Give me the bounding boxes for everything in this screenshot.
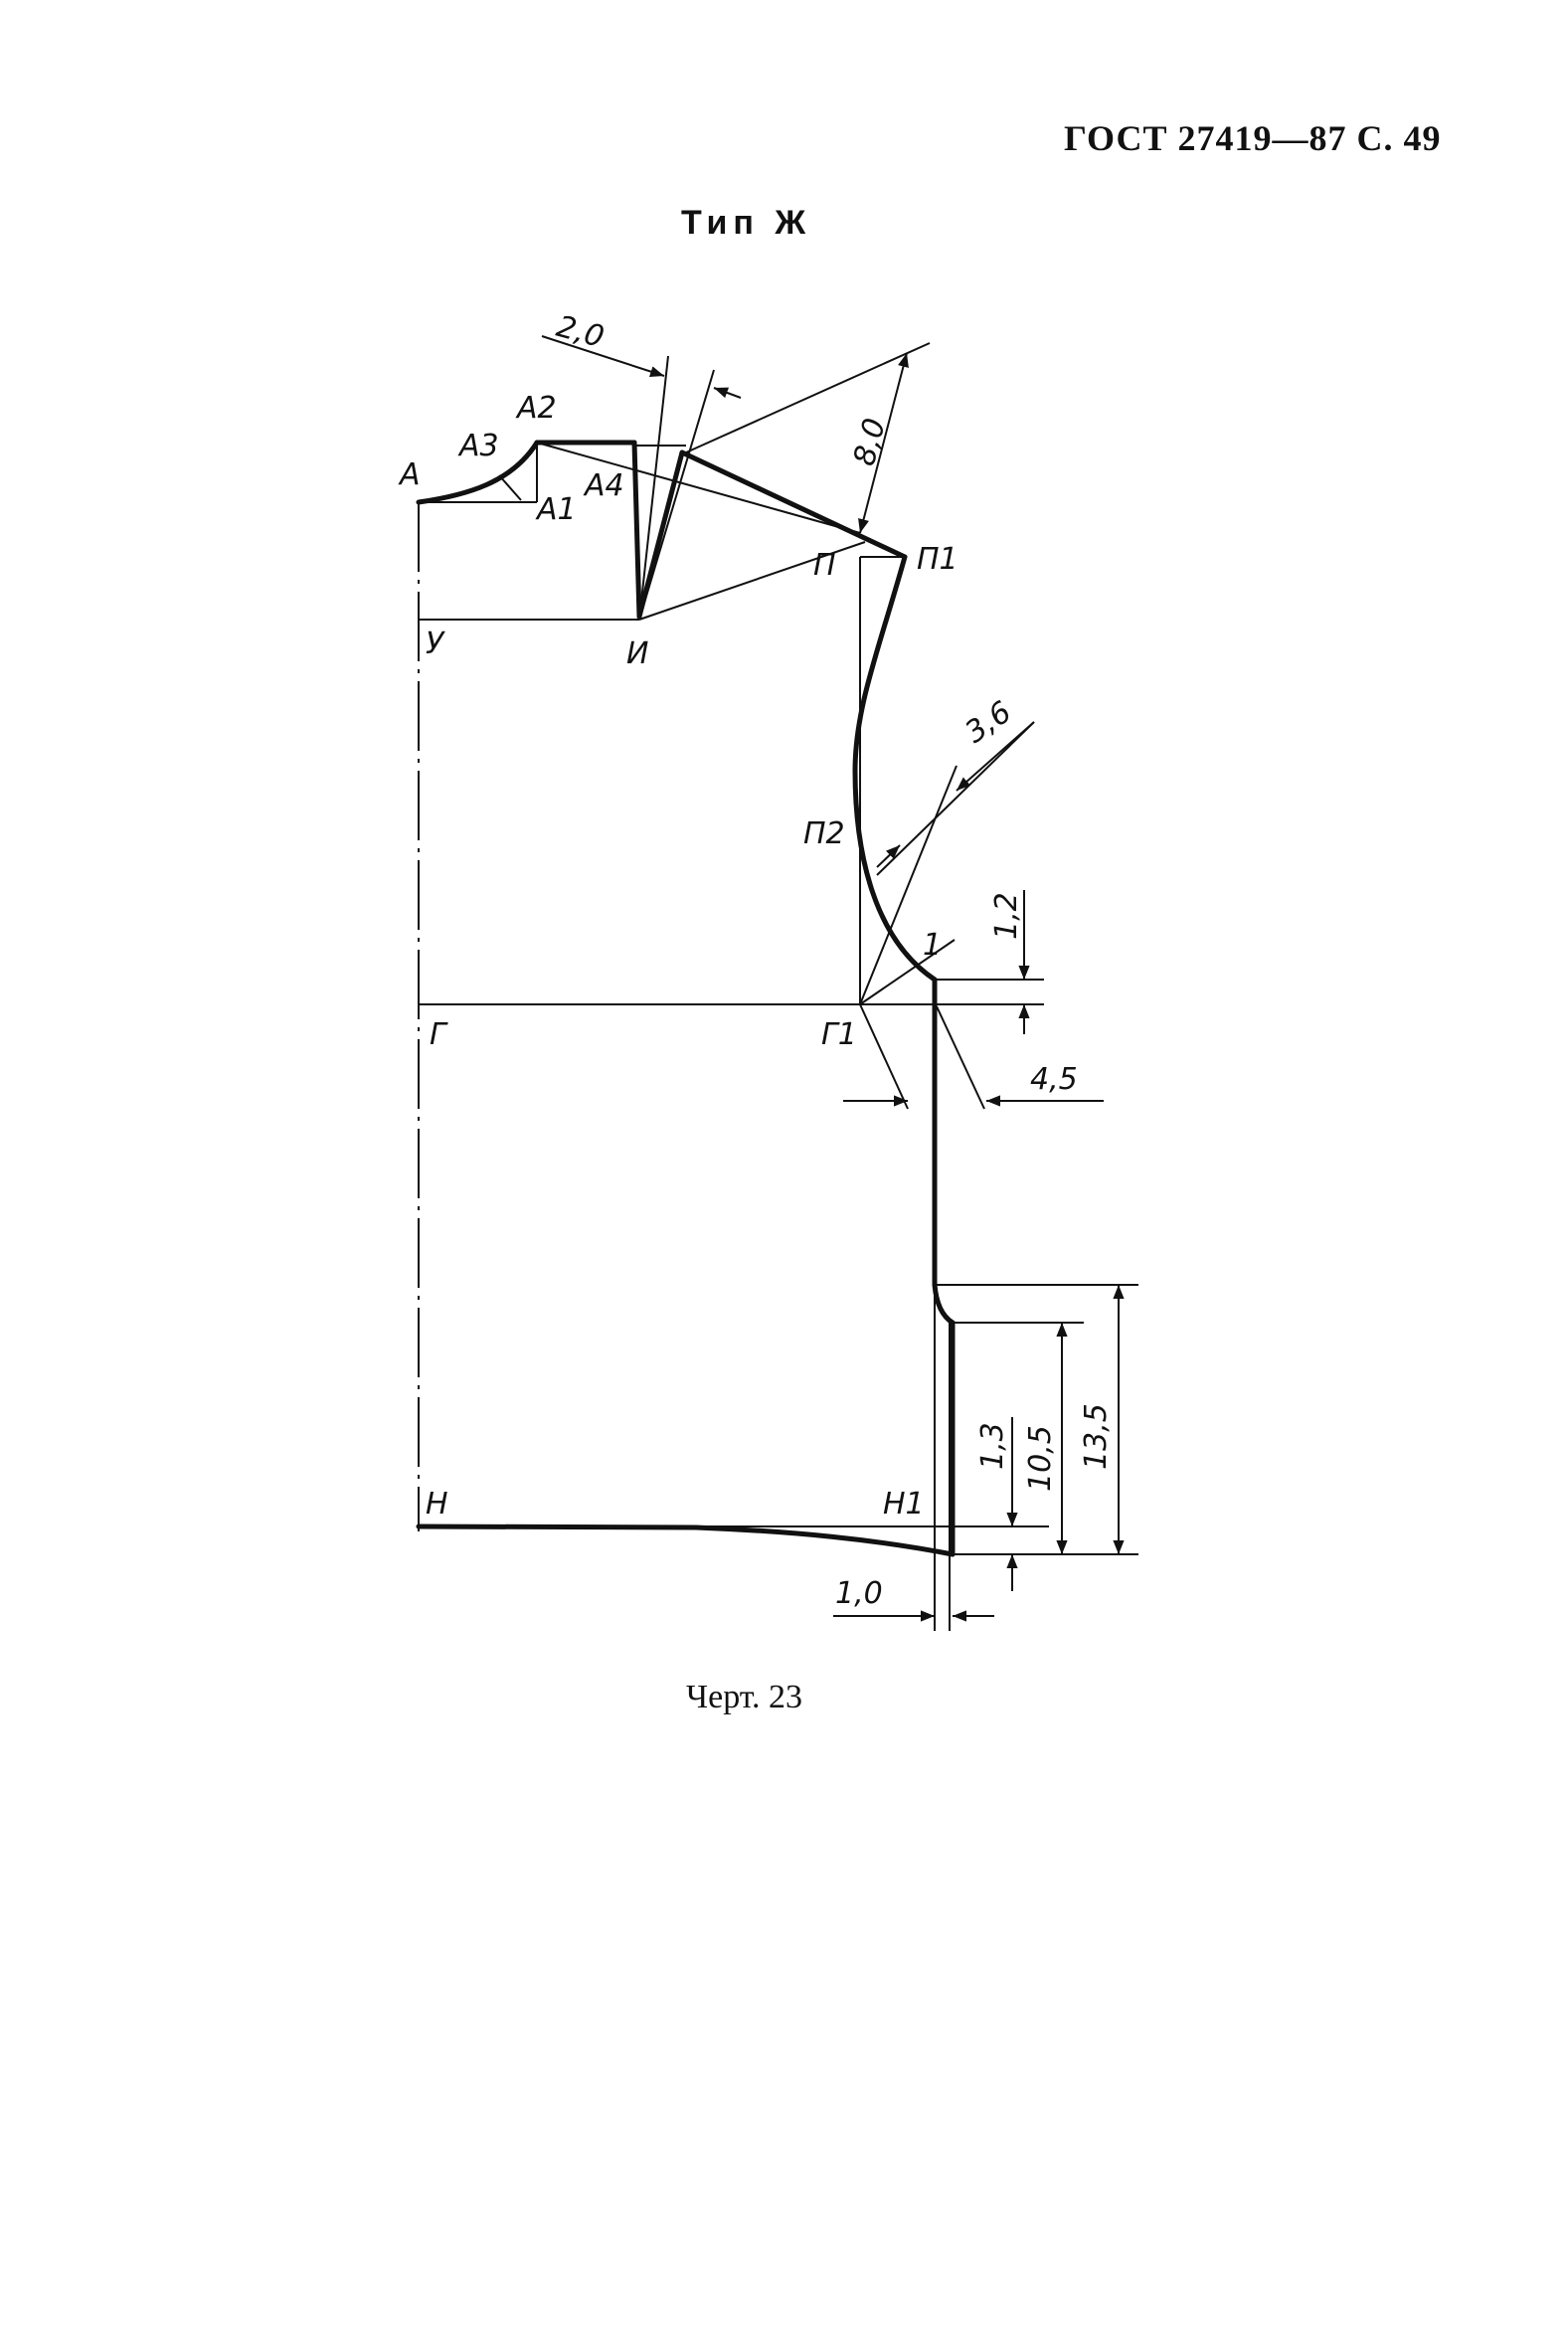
label-u: У	[426, 627, 445, 661]
neckline-curve	[416, 440, 540, 505]
dart-leg-1	[631, 440, 642, 620]
line-a2-p	[536, 442, 861, 534]
label-a: А	[398, 457, 421, 492]
label-n1: Н1	[883, 1487, 925, 1522]
contour-lines	[416, 440, 956, 1557]
label-p1: П1	[917, 542, 958, 577]
label-a4: А4	[583, 468, 624, 503]
label-p: П	[813, 548, 836, 583]
line-4-5-a	[859, 1003, 909, 1110]
label-a1: А1	[535, 492, 577, 527]
label-p2: П2	[803, 816, 845, 851]
dim-value-4-5: 4,5	[1030, 1062, 1078, 1097]
dim-value-2-0: 2,0	[553, 309, 608, 355]
dim-8-0	[858, 352, 909, 534]
dim-value-13-5: 13,5	[1079, 1403, 1114, 1470]
dim-value-8-0: 8,0	[847, 415, 893, 469]
dim-value-1-0: 1,0	[835, 1576, 883, 1611]
figure-caption: Черт. 23	[686, 1679, 803, 1715]
side-seam-notch	[932, 1282, 956, 1326]
dim-value-3-6: 3,6	[959, 695, 1018, 751]
dim-3-6-top	[956, 721, 1035, 792]
line-to-8	[685, 342, 931, 453]
line-i-p	[638, 541, 866, 621]
label-n: Н	[426, 1487, 448, 1522]
dim-value-10-5: 10,5	[1023, 1425, 1058, 1492]
label-one: 1	[923, 928, 942, 963]
dimension-values: 2,0 8,0 3,6 1,2 4,5 1,3 10,5 13,5 1,0	[553, 309, 1114, 1611]
label-i: И	[626, 636, 648, 671]
line-3-6	[876, 721, 1035, 876]
armhole-diagonal	[859, 765, 958, 1005]
line-4-5-b	[936, 1005, 985, 1110]
label-a3: А3	[457, 429, 499, 463]
dim-value-1-3: 1,3	[975, 1422, 1010, 1470]
dart-leg-2	[636, 449, 685, 620]
dimension-lines	[541, 335, 1125, 1622]
point-labels: А А3 А2 А1 А4 У И П П1 П2 1 Г Г1 Н Н1	[398, 391, 958, 1522]
label-a2: А2	[515, 391, 557, 426]
shoulder-back	[679, 449, 908, 560]
page-header: ГОСТ 27419—87 С. 49	[1064, 118, 1442, 158]
dart-guide-1	[638, 355, 669, 621]
hem-curve	[416, 1524, 956, 1557]
dim-2-0-right	[713, 387, 742, 399]
drawing-type-title: Тип Ж	[681, 204, 812, 242]
dim-value-1-2: 1,2	[989, 892, 1024, 940]
line-g1-1	[859, 939, 956, 1005]
armhole-curve	[852, 554, 938, 983]
label-g: Г	[430, 1017, 448, 1052]
dim-2-0-left	[541, 335, 665, 377]
label-g1: Г1	[821, 1017, 857, 1052]
line-a3-a1	[498, 474, 522, 501]
dim-3-6-bottom	[876, 844, 901, 868]
